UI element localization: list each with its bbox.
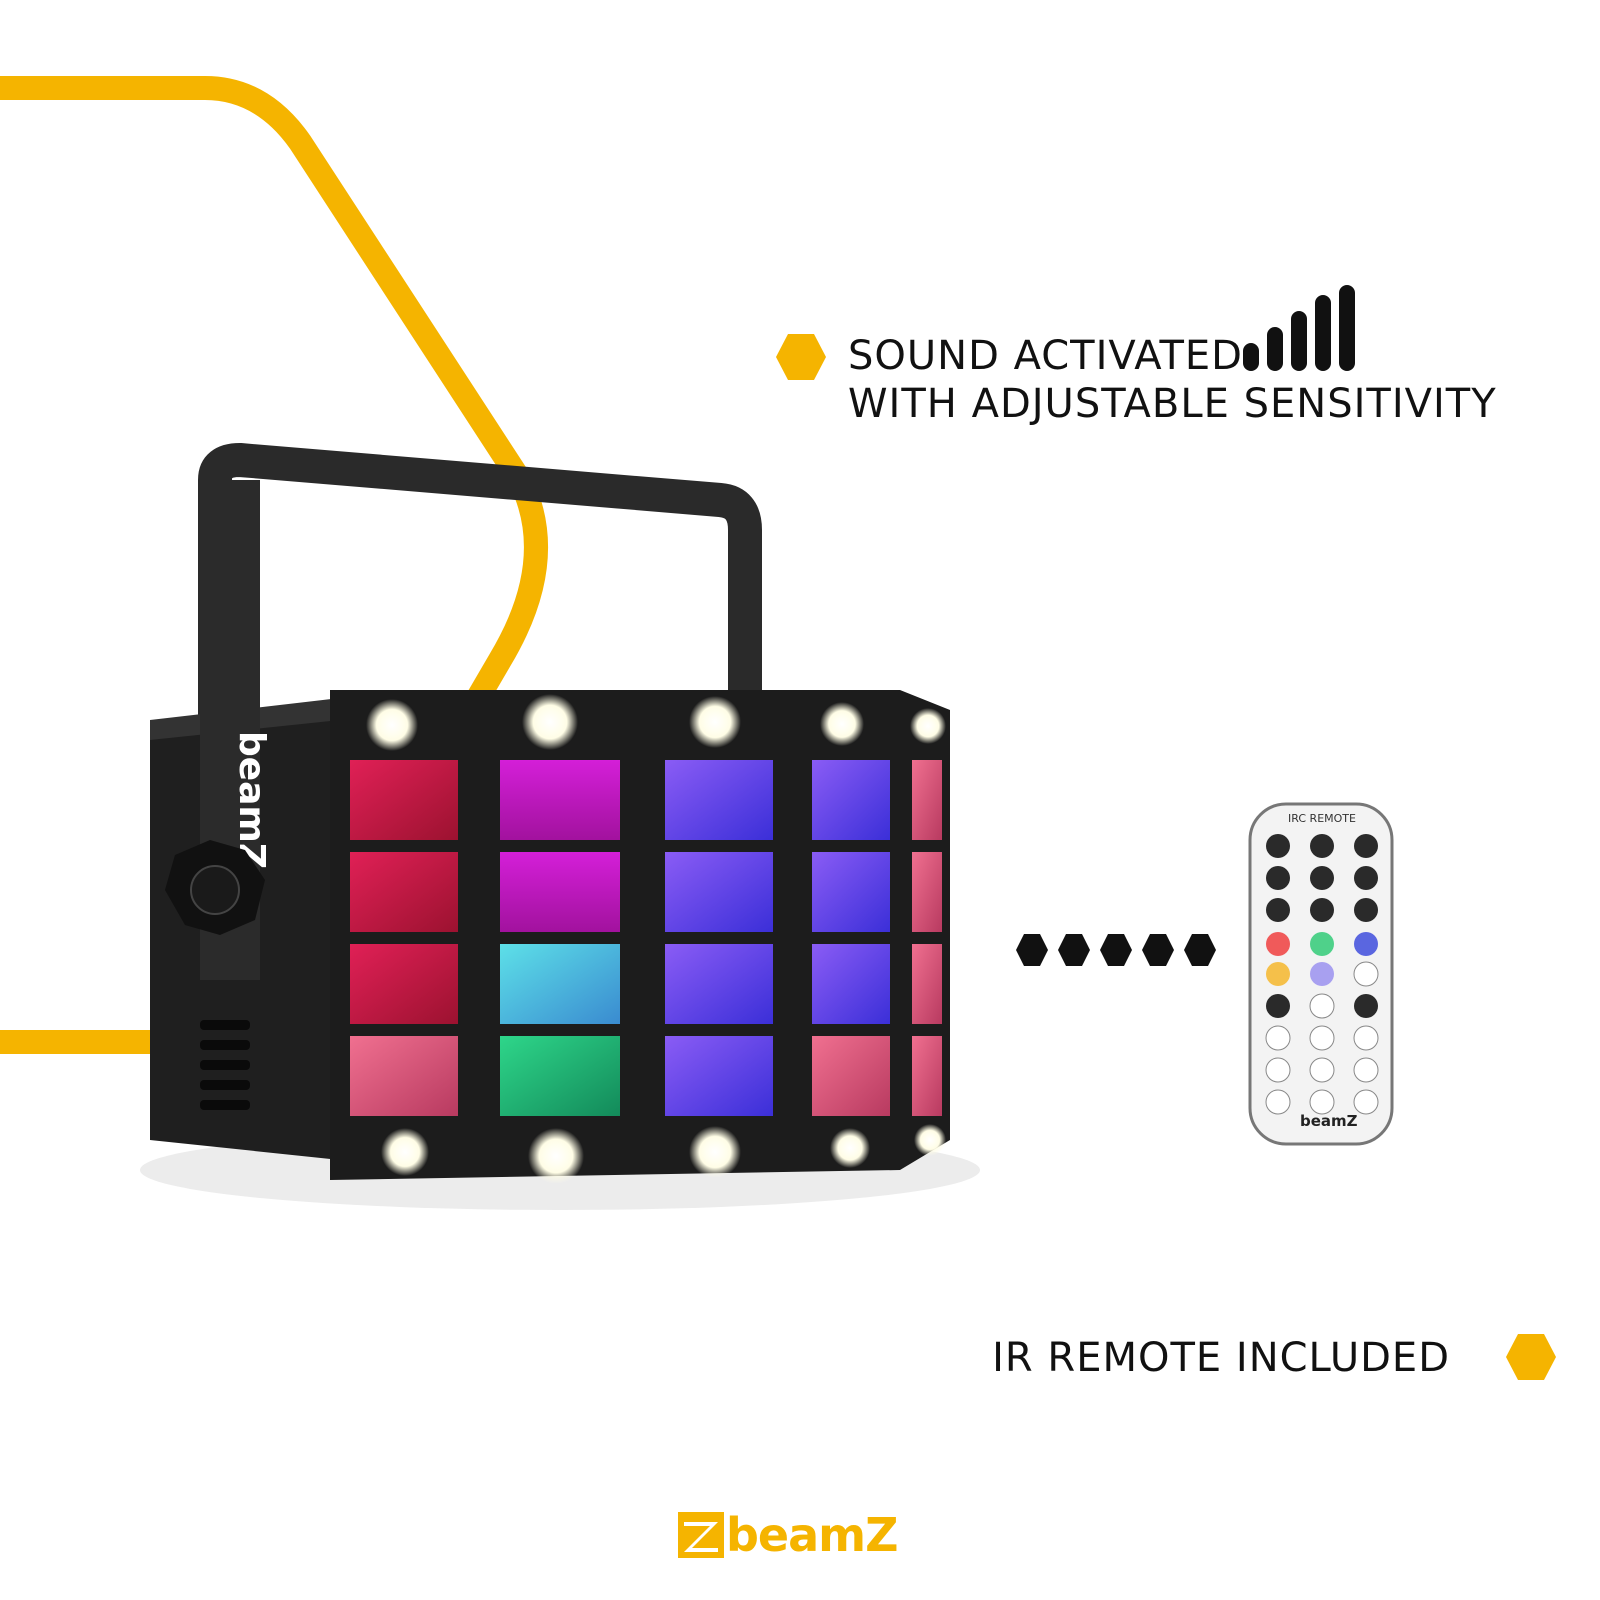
brand-logo-text: beamZ <box>726 1508 898 1562</box>
housing-logo: beamZ <box>231 731 272 869</box>
hexagon-bullet-icon <box>776 334 826 380</box>
remote-brand: beamZ <box>1300 1112 1358 1130</box>
feature-sound-line1: Sound activated <box>848 333 1243 379</box>
product-image: beamZ <box>140 443 980 1210</box>
feature-remote-line1: IR remote included <box>992 1335 1450 1381</box>
hexagon-bullet-icon <box>1506 1334 1556 1380</box>
feature-sound-line2: with adjustable sensitivity <box>848 381 1497 427</box>
feature-ir-remote: IR remote included <box>992 1334 1450 1382</box>
sound-bars-icon <box>1243 285 1355 371</box>
color-panels <box>350 760 942 1116</box>
strobe-leds <box>366 694 946 1184</box>
remote-title: IRC REMOTE <box>1288 812 1356 825</box>
connector-dots <box>1016 934 1216 966</box>
brand-logo-icon <box>678 1512 724 1558</box>
ir-remote <box>1248 802 1394 1146</box>
feature-sound-activated: Sound activated with adjustable sensitiv… <box>848 332 1497 428</box>
